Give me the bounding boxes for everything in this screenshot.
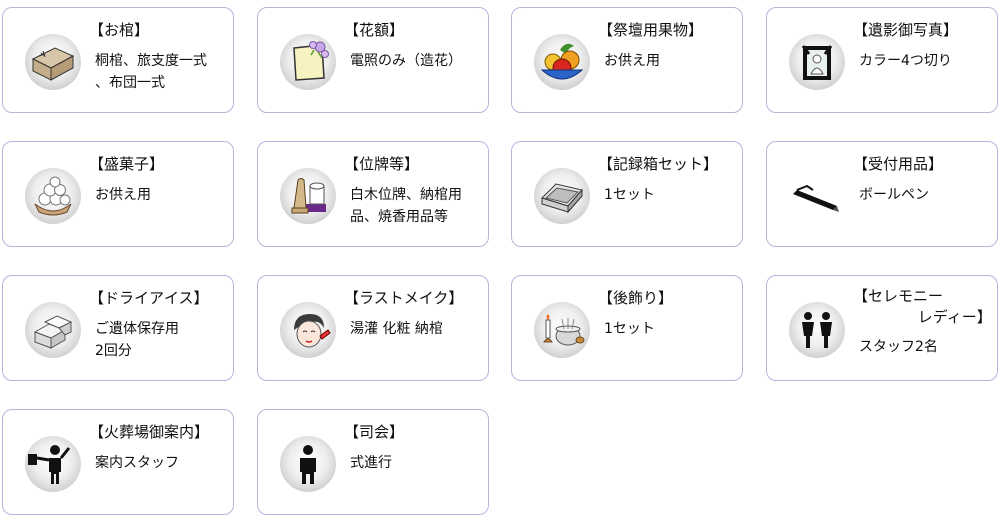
item-card-record-box: 【記録箱セット】 1セット: [511, 141, 743, 247]
item-description: スタッフ2名: [859, 339, 938, 355]
item-card-crematorium-guide: 【火葬場御案内】 案内スタッフ: [2, 409, 234, 515]
item-card-emcee: 【司会】 式進行: [257, 409, 489, 515]
guide-staff-icon: [25, 436, 81, 492]
item-title: 【後飾り】: [598, 289, 674, 307]
item-description: 桐棺、旅支度一式 、布団一式: [95, 53, 207, 91]
item-title: 【祭壇用果物】: [598, 21, 704, 39]
item-description: お供え用: [95, 187, 151, 203]
item-description: 案内スタッフ: [95, 455, 179, 471]
item-card-ceremony-ladies: 【セレモニー レディー】 スタッフ2名: [766, 275, 998, 381]
item-description: ボールペン: [859, 187, 929, 203]
item-description: 式進行: [350, 455, 392, 471]
item-card-portrait: 【遺影御写真】 カラー4つ切り: [766, 7, 998, 113]
item-title: 【遺影御写真】: [853, 21, 959, 39]
makeup-face-icon: [280, 302, 336, 358]
item-description: カラー4つ切り: [859, 53, 952, 69]
item-title: 【セレモニー レディー】: [853, 287, 992, 326]
item-description: 湯灌 化粧 納棺: [350, 321, 443, 337]
item-title: 【ドライアイス】: [89, 289, 209, 307]
portrait-frame-icon: [789, 34, 845, 90]
item-description: 1セット: [604, 321, 655, 337]
item-card-flower-frame: 【花額】 電照のみ（造花）: [257, 7, 489, 113]
item-description: お供え用: [604, 53, 660, 69]
item-title: 【盛菓子】: [89, 155, 165, 173]
item-description: 電照のみ（造花）: [350, 53, 462, 69]
item-title: 【お棺】: [89, 21, 150, 39]
item-description: 1セット: [604, 187, 655, 203]
item-title: 【司会】: [344, 423, 405, 441]
fruit-basket-icon: [534, 34, 590, 90]
item-card-coffin: 【お棺】 桐棺、旅支度一式 、布団一式: [2, 7, 234, 113]
item-card-after-altar: 【後飾り】 1セット: [511, 275, 743, 381]
record-box-icon: [534, 168, 590, 224]
item-description: ご遺体保存用 2回分: [95, 321, 179, 359]
item-card-reception-supplies: 【受付用品】 ボールペン: [766, 141, 998, 247]
coffin-icon: [25, 34, 81, 90]
offering-sweets-icon: [25, 168, 81, 224]
item-card-dry-ice: 【ドライアイス】 ご遺体保存用 2回分: [2, 275, 234, 381]
item-title: 【火葬場御案内】: [89, 423, 210, 441]
altar-set-icon: [534, 302, 590, 358]
emcee-icon: [280, 436, 336, 492]
flower-frame-icon: [280, 34, 336, 90]
item-title: 【受付用品】: [853, 155, 944, 173]
dry-ice-icon: [25, 302, 81, 358]
item-title: 【記録箱セット】: [598, 155, 719, 173]
ballpoint-pen-icon: [789, 168, 845, 224]
item-title: 【位牌等】: [344, 155, 420, 173]
item-card-fruit: 【祭壇用果物】 お供え用: [511, 7, 743, 113]
item-title: 【ラストメイク】: [344, 289, 464, 307]
item-card-memorial-tablet: 【位牌等】 白木位牌、納棺用 品、焼香用品等: [257, 141, 489, 247]
item-card-last-makeup: 【ラストメイク】 湯灌 化粧 納棺: [257, 275, 489, 381]
item-description: 白木位牌、納棺用 品、焼香用品等: [350, 187, 462, 225]
ceremony-ladies-icon: [789, 302, 845, 358]
item-card-offering-sweets: 【盛菓子】 お供え用: [2, 141, 234, 247]
memorial-tablet-icon: [280, 168, 336, 224]
item-title: 【花額】: [344, 21, 405, 39]
